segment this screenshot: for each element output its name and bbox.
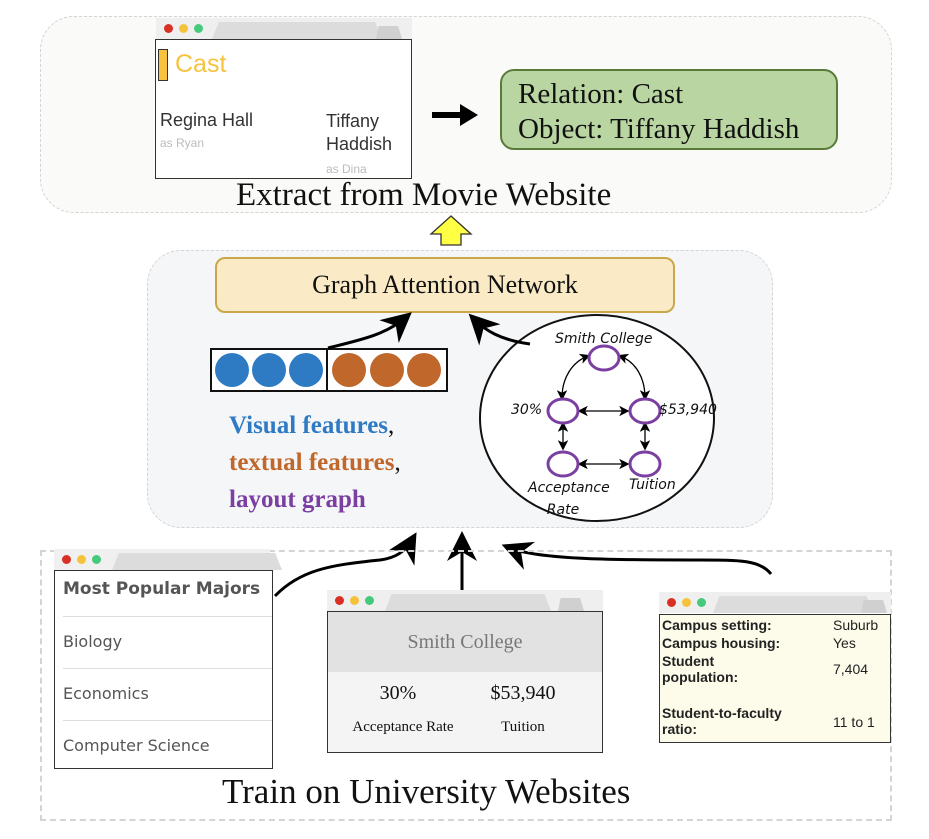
facts-window: Campus setting: Suburb Campus housing: Y… <box>659 614 891 743</box>
maximize-dot-icon[interactable] <box>194 24 203 33</box>
visual-feature-dot <box>289 353 323 387</box>
graph-to-gat-arrow <box>468 313 531 346</box>
stat-label: Acceptance Rate <box>352 719 454 735</box>
object-line: Object: Tiffany Haddish <box>518 113 800 145</box>
feature-legend: Visual features, textual features, layou… <box>229 407 401 518</box>
visual-legend: Visual features <box>229 412 389 439</box>
node-label: 30% <box>511 402 543 418</box>
new-tab[interactable] <box>861 600 887 613</box>
new-tab[interactable] <box>558 598 584 611</box>
relation-line: Relation: Cast <box>518 78 684 110</box>
cast-accent-bar <box>158 49 168 81</box>
train-caption: Train on University Websites <box>222 772 631 811</box>
actor-name[interactable]: Regina Hall <box>160 110 254 130</box>
fact-value: 11 to 1 <box>833 714 875 730</box>
close-dot-icon[interactable] <box>335 596 344 605</box>
browser-tab[interactable] <box>212 22 382 39</box>
legend-comma: , <box>388 412 395 439</box>
node-label: Smith College <box>555 331 653 347</box>
stat-label: Tuition <box>501 719 545 735</box>
college-header: Smith College <box>328 612 602 672</box>
feature-to-gat-arrow <box>327 312 412 350</box>
graph-node <box>628 450 662 478</box>
movie-window: Cast Regina Hall as Ryan Tiffany Haddish… <box>155 39 412 179</box>
college-browser-bar <box>327 590 603 611</box>
legend-comma: , <box>394 449 401 476</box>
browser-tab[interactable] <box>112 553 282 570</box>
majors-browser-bar <box>54 549 282 570</box>
minimize-dot-icon[interactable] <box>77 555 86 564</box>
graph-edge <box>556 353 591 401</box>
node-label: Tuition <box>629 477 676 493</box>
browser-tab[interactable] <box>713 596 873 613</box>
major-item[interactable]: Computer Science <box>63 736 210 755</box>
layout-legend: layout graph <box>229 486 366 513</box>
textual-legend: textual features <box>229 449 395 476</box>
stat-value: $53,940 <box>490 682 556 704</box>
gat-box: Graph Attention Network <box>215 257 675 313</box>
stat-value: 30% <box>379 682 417 704</box>
right-arrow-icon <box>432 104 478 126</box>
actor-name[interactable]: Tiffany Haddish <box>326 111 393 154</box>
node-label: $53,940 <box>659 402 717 418</box>
graph-node <box>628 397 662 425</box>
fact-key: Campus housing: <box>662 635 781 651</box>
fact-value: Suburb <box>833 617 879 633</box>
up-arrow-icon <box>429 215 473 246</box>
close-dot-icon[interactable] <box>667 598 676 607</box>
minimize-dot-icon[interactable] <box>682 598 691 607</box>
node-label: Acceptance Rate <box>528 480 610 518</box>
majors-window: Most Popular Majors Biology Economics Co… <box>54 570 273 769</box>
major-item[interactable]: Biology <box>63 632 123 651</box>
train-panel <box>40 550 892 821</box>
browser-tab[interactable] <box>385 594 551 611</box>
close-dot-icon[interactable] <box>62 555 71 564</box>
extract-caption: Extract from Movie Website <box>236 177 612 213</box>
feature-vector <box>210 348 448 392</box>
actor-role: as Ryan <box>160 136 205 150</box>
graph-node <box>546 397 580 425</box>
relation-box: Relation: Cast Object: Tiffany Haddish <box>500 69 838 150</box>
college-name: Smith College <box>407 631 523 653</box>
fact-key: Campus setting: <box>662 617 772 633</box>
college-window: Smith College 30% $53,940 Acceptance Rat… <box>327 611 603 753</box>
graph-edge <box>617 353 651 401</box>
graph-node <box>546 450 580 478</box>
textual-feature-dot <box>407 353 441 387</box>
visual-feature-dot <box>252 353 286 387</box>
maximize-dot-icon[interactable] <box>697 598 706 607</box>
visual-feature-dot <box>215 353 249 387</box>
movie-browser-bar <box>156 18 412 39</box>
close-dot-icon[interactable] <box>164 24 173 33</box>
new-tab[interactable] <box>376 26 402 39</box>
textual-feature-dot <box>332 353 366 387</box>
maximize-dot-icon[interactable] <box>92 555 101 564</box>
major-item[interactable]: Economics <box>63 684 149 703</box>
majors-title: Most Popular Majors <box>63 579 261 599</box>
minimize-dot-icon[interactable] <box>350 596 359 605</box>
textual-feature-dot <box>370 353 404 387</box>
maximize-dot-icon[interactable] <box>365 596 374 605</box>
graph-node <box>587 344 621 372</box>
fact-value: Yes <box>833 635 856 651</box>
cast-heading: Cast <box>175 50 227 78</box>
actor-role: as Dina <box>326 162 367 176</box>
minimize-dot-icon[interactable] <box>179 24 188 33</box>
facts-to-model-arrow <box>501 541 773 575</box>
gat-label: Graph Attention Network <box>312 270 578 299</box>
facts-browser-bar <box>659 592 891 613</box>
fact-value: 7,404 <box>833 661 869 677</box>
fact-key: Student-to-faculty ratio: <box>662 705 782 737</box>
fact-key: Student population: <box>662 653 739 685</box>
